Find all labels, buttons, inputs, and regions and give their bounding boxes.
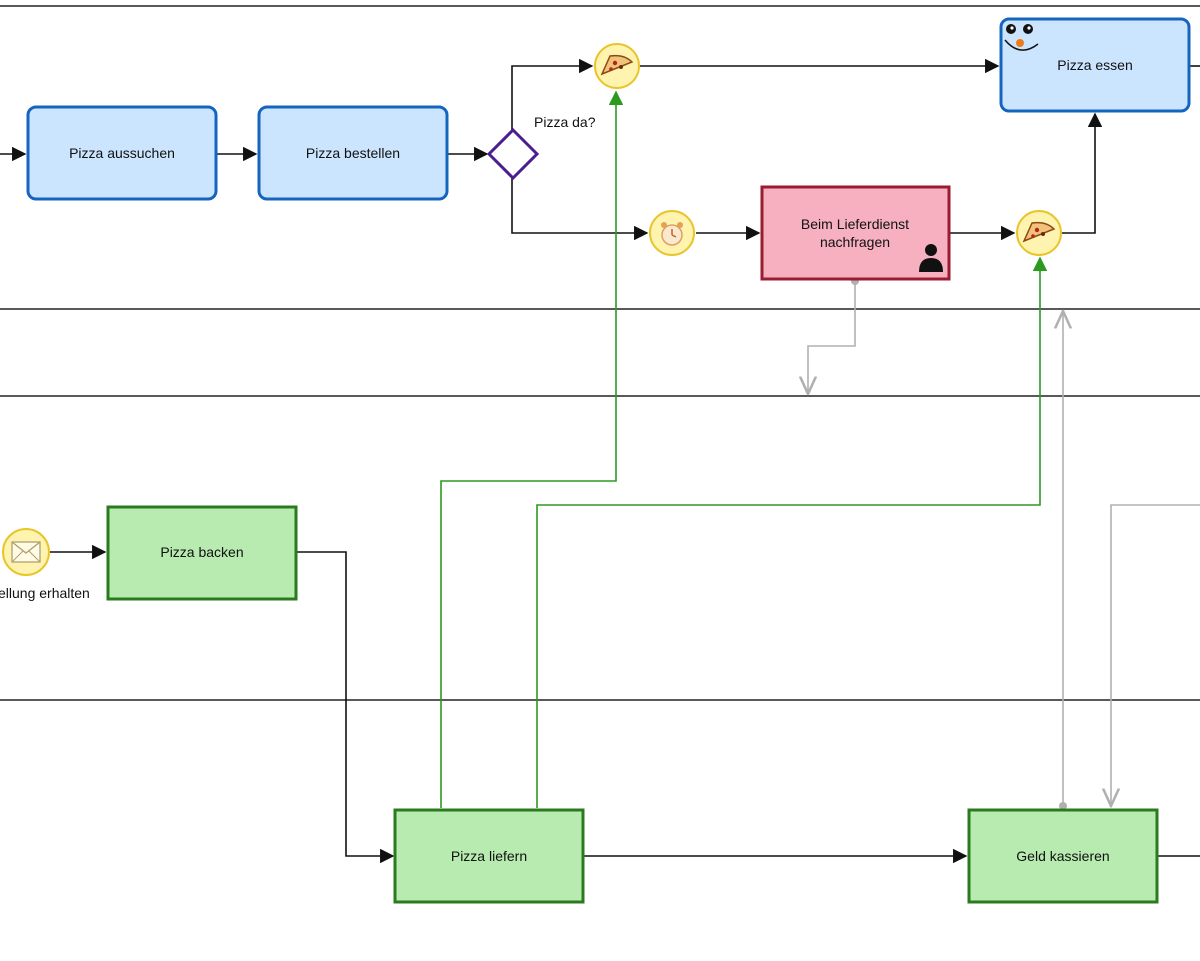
task-pizza-essen[interactable]: Pizza essen (999, 17, 1191, 113)
pizza-received-event-bottom[interactable] (1016, 210, 1062, 256)
smiley-face-icon (1004, 24, 1039, 51)
sequence-flow[interactable] (297, 551, 395, 864)
task-label: Geld kassieren (1016, 848, 1109, 864)
task-label: Pizza liefern (451, 848, 527, 864)
exclusive-gateway[interactable] (486, 127, 540, 181)
envelope-icon (11, 541, 41, 563)
start-event-label: ellung erhalten (0, 585, 90, 601)
message-flows (440, 90, 1048, 808)
pizza-received-event-top[interactable] (594, 43, 640, 89)
task-label: Pizza backen (160, 544, 243, 560)
user-icon (919, 244, 943, 272)
task-label-line2: nachfragen (820, 234, 890, 250)
task-label: Pizza aussuchen (69, 145, 175, 161)
message-flow[interactable] (440, 90, 624, 808)
sequence-flow[interactable] (1062, 112, 1103, 234)
task-pizza-backen[interactable]: Pizza backen (106, 505, 298, 601)
task-pizza-liefern[interactable]: Pizza liefern (393, 808, 585, 904)
task-pizza-bestellen[interactable]: Pizza bestellen (257, 105, 449, 201)
lane-separators (0, 5, 1200, 701)
task-pizza-aussuchen[interactable]: Pizza aussuchen (26, 105, 218, 201)
association-flow[interactable] (1111, 504, 1200, 806)
task-geld-kassieren[interactable]: Geld kassieren (967, 808, 1159, 904)
association-flows (808, 277, 1200, 810)
task-beim-lieferdienst-nachfragen[interactable]: Beim Lieferdienst nachfragen (760, 185, 951, 281)
pizza-slice-icon (1022, 221, 1056, 243)
gateway-label: Pizza da? (534, 114, 596, 130)
message-start-event[interactable] (2, 528, 50, 576)
timer-event[interactable] (649, 210, 695, 256)
association-anchor (1059, 802, 1067, 810)
pizza-slice-icon (600, 54, 634, 76)
sequence-flows (0, 58, 1200, 864)
association-flow[interactable] (808, 281, 856, 394)
message-flow[interactable] (536, 256, 1048, 808)
task-label: Pizza essen (1057, 57, 1132, 73)
alarm-clock-icon (661, 222, 683, 246)
task-label: Pizza bestellen (306, 145, 400, 161)
sequence-flow[interactable] (511, 178, 649, 241)
task-label-line1: Beim Lieferdienst (801, 216, 909, 232)
sequence-flow[interactable] (511, 58, 594, 130)
